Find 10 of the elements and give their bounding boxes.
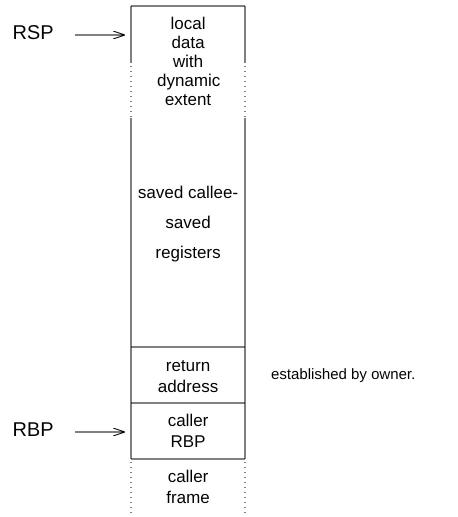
slot-label: caller RBP (166, 410, 210, 452)
slot-label: return address (156, 355, 220, 397)
pointer-arrow (74, 30, 126, 40)
register-label: RSP (12, 22, 54, 45)
register-label: RBP (12, 419, 54, 442)
annotation-text: established by owner. (271, 366, 416, 383)
slot-label: caller frame (165, 466, 211, 508)
slot-label: local data with dynamic extent (157, 14, 219, 109)
slot-label: saved callee-saved registers (136, 182, 240, 264)
pointer-arrow (74, 428, 126, 436)
